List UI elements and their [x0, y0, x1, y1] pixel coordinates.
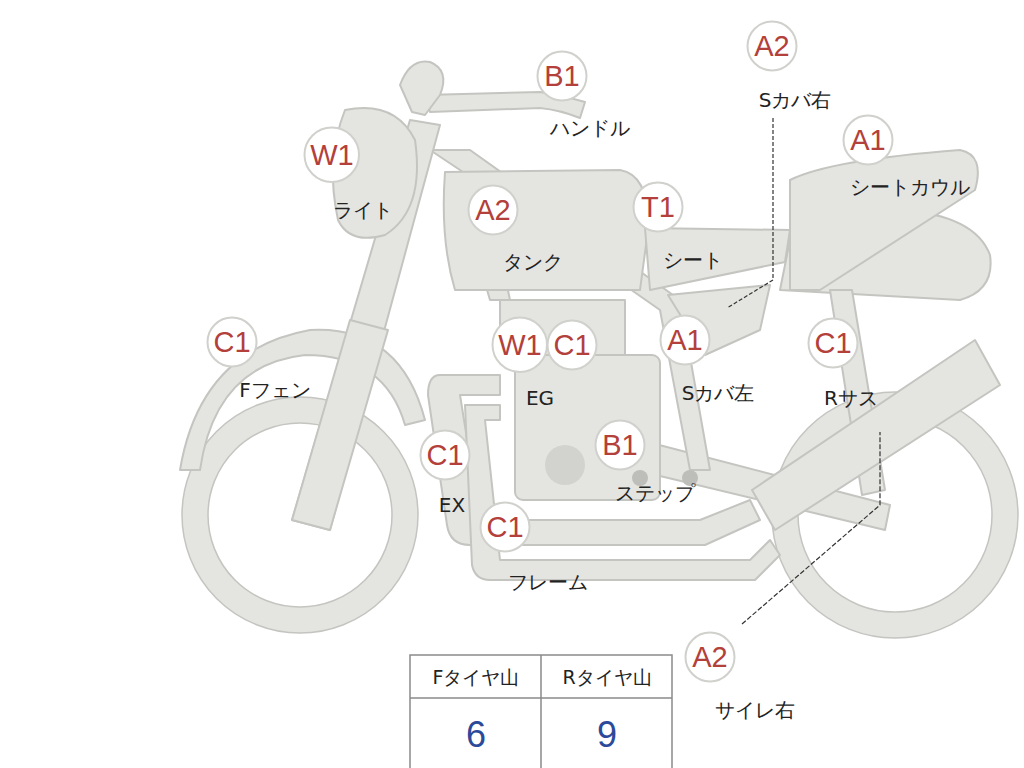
callout-circle: C1 [206, 316, 258, 368]
callout-circle: W1 [303, 126, 361, 184]
part-name: フレーム [508, 571, 588, 593]
table-header: Fタイヤ山 [433, 667, 520, 688]
callout-code: C1 [426, 441, 463, 470]
callout-circle: W1 [491, 316, 549, 374]
part-name: ハンドル [550, 117, 630, 139]
tread-table [410, 655, 672, 768]
part-name: ステップ [615, 482, 695, 504]
callout-code: A2 [754, 32, 789, 61]
part-name: EG [526, 387, 554, 409]
callout-circle: C1 [807, 317, 859, 369]
engine-case [515, 355, 660, 500]
callout-code: W1 [310, 141, 354, 170]
callout-code: B1 [602, 431, 637, 460]
part-name: サイレ右 [715, 699, 795, 721]
callout-circle: B1 [594, 419, 646, 471]
callout-circle: A2 [684, 631, 736, 683]
callout-circle: B1 [536, 50, 588, 102]
part-name: タンク [503, 251, 563, 273]
callout-code: B1 [544, 62, 579, 91]
part-name: EX [439, 494, 465, 516]
part-name: シートカウル [850, 176, 970, 198]
callout-circle: A1 [842, 114, 894, 166]
callout-circle: T1 [632, 181, 684, 233]
muffler [752, 340, 1000, 530]
table-rule [540, 655, 542, 768]
part-name: Sカバ右 [759, 89, 832, 111]
mirror [400, 61, 443, 115]
callout-code: A1 [850, 126, 885, 155]
table-value: 6 [466, 715, 486, 755]
callout-code: C1 [814, 329, 851, 358]
fuel-tank [444, 170, 648, 290]
callout-code: T1 [641, 193, 675, 222]
callout-code: A1 [667, 326, 702, 355]
seat [645, 228, 790, 290]
part-name: Sカバ左 [682, 382, 755, 404]
fork-lower [292, 320, 388, 530]
leader-line [742, 432, 880, 624]
table-header: Rタイヤ山 [562, 667, 651, 688]
part-name: シート [663, 249, 723, 271]
seat-cowl [790, 150, 978, 290]
callout-circle: A1 [659, 314, 711, 366]
callout-circle: C1 [546, 319, 598, 371]
callout-circle: C1 [479, 501, 531, 553]
part-name: ライト [333, 199, 393, 221]
table-value: 9 [597, 715, 617, 755]
callout-circle: C1 [419, 429, 471, 481]
callout-code: C1 [553, 331, 590, 360]
callout-code: C1 [486, 513, 523, 542]
callout-circle: A2 [467, 184, 519, 236]
callout-code: W1 [498, 331, 542, 360]
callout-circle: A2 [746, 20, 798, 72]
part-name: Fフェン [239, 379, 311, 401]
frame-lower [465, 405, 780, 580]
part-name: Rサス [824, 387, 878, 409]
leader-line [727, 118, 773, 308]
callout-code: C1 [213, 328, 250, 357]
callout-code: A2 [475, 196, 510, 225]
callout-code: A2 [692, 643, 727, 672]
